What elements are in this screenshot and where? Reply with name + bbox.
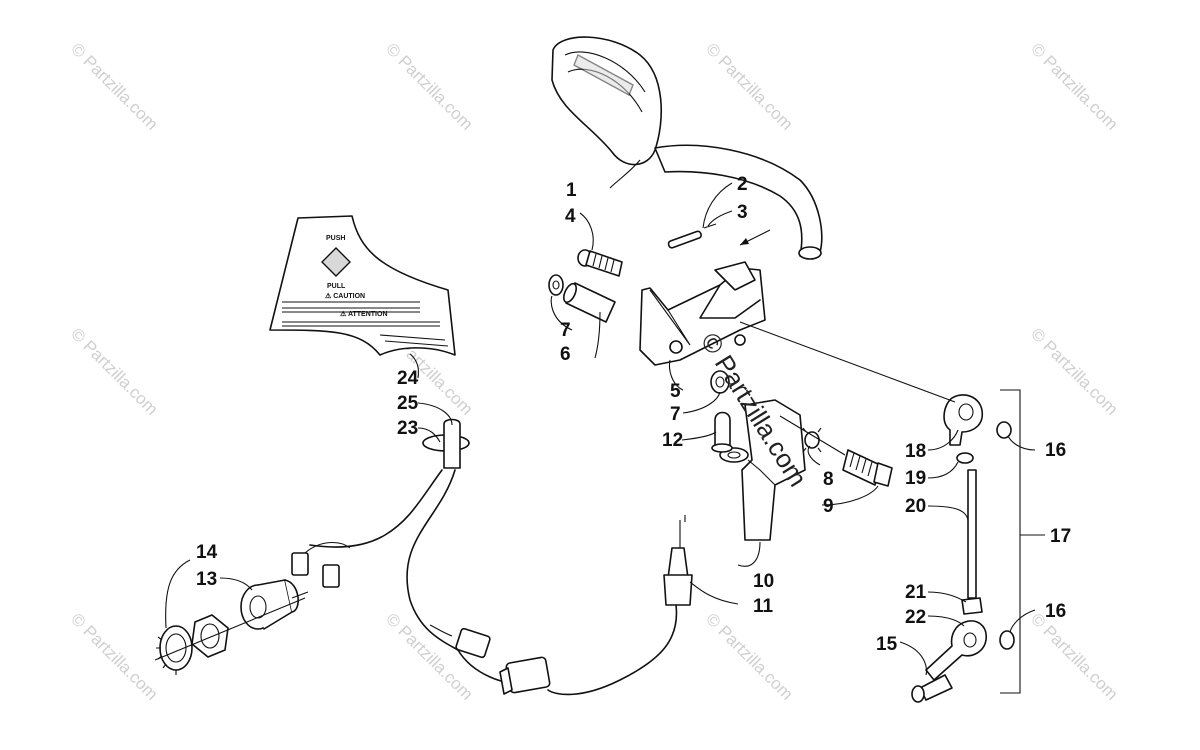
hex-nut-ring — [191, 614, 229, 658]
callout-16b: 16 — [1045, 601, 1066, 622]
decal-attention-heading: ⚠ ATTENTION — [340, 310, 388, 318]
watermark: © Partzilla.com — [67, 609, 161, 703]
shift-bracket — [639, 261, 766, 366]
shoulder-bolt — [577, 249, 623, 277]
watermark: © Partzilla.com — [702, 39, 796, 133]
bushing-and-washer — [548, 274, 616, 323]
wire-harness — [309, 418, 491, 659]
hex-bolt — [842, 449, 893, 487]
callout-14: 14 — [196, 542, 218, 563]
callout-5: 5 — [670, 381, 681, 402]
callout-9: 9 — [823, 496, 834, 517]
callout-11: 11 — [753, 596, 774, 617]
decal-pull-label: PULL — [327, 283, 346, 290]
reverse-handle — [551, 36, 823, 260]
decal-caution-heading: ⚠ CAUTION — [325, 292, 365, 300]
callout-6: 6 — [560, 344, 571, 365]
connectors — [291, 542, 351, 588]
watermark: © Partzilla.com — [67, 39, 161, 133]
callout-25: 25 — [397, 393, 419, 414]
callout-15: 15 — [876, 634, 898, 655]
watermark: © Partzilla.com — [1027, 609, 1121, 703]
callout-16a: 16 — [1045, 440, 1066, 461]
callout-3: 3 — [737, 202, 748, 223]
decal-push-label: PUSH — [326, 235, 345, 242]
watermark: © Partzilla.com — [702, 609, 796, 703]
caution-decal: PUSH PULL ⚠ CAUTION ⚠ ATTENTION — [269, 215, 456, 356]
callout-22: 22 — [905, 607, 926, 628]
switch-bracket — [719, 399, 806, 541]
watermark: © Partzilla.com — [67, 324, 161, 418]
watermark: © Partzilla.com — [1027, 324, 1121, 418]
callout-21: 21 — [905, 582, 927, 603]
callout-leaders — [165, 159, 1036, 676]
indicator-bulb — [711, 411, 733, 453]
callout-10: 10 — [753, 571, 774, 592]
callout-24: 24 — [397, 368, 419, 389]
callout-12: 12 — [662, 430, 683, 451]
callout-2: 2 — [737, 174, 748, 195]
callout-7b: 7 — [670, 404, 681, 425]
key-switch — [240, 579, 309, 630]
callout-7a: 7 — [560, 320, 571, 341]
callout-13: 13 — [196, 569, 217, 590]
callout-17: 17 — [1050, 526, 1071, 547]
watermark: © Partzilla.com — [382, 39, 476, 133]
bezel-ring — [154, 597, 306, 675]
callout-23: 23 — [397, 418, 418, 439]
group-bracket — [1000, 389, 1021, 694]
watermark: © Partzilla.com — [1027, 39, 1121, 133]
callout-numbers: 1 2 3 4 5 6 7 7 8 9 10 11 12 13 14 15 16… — [196, 174, 1071, 655]
callout-19: 19 — [905, 468, 926, 489]
clevis-pin — [667, 223, 717, 249]
callout-8: 8 — [823, 469, 834, 490]
linkage-rod — [911, 394, 1015, 703]
callout-18: 18 — [905, 441, 926, 462]
callout-1: 1 — [566, 180, 577, 201]
reverse-switch-harness — [457, 515, 693, 696]
callout-20: 20 — [905, 496, 926, 517]
callout-4: 4 — [565, 206, 576, 227]
